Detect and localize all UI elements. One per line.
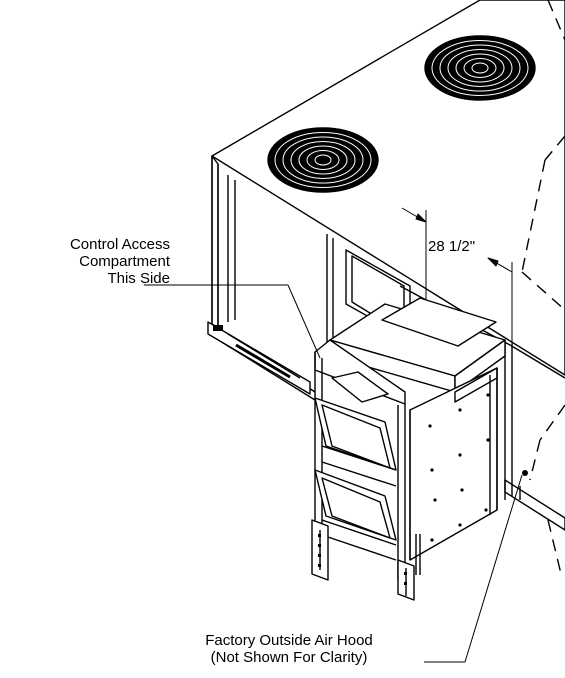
outside-air-hood-callout: Factory Outside Air Hood (Not Shown For … <box>158 632 420 666</box>
unit-left-face <box>211 155 219 333</box>
outside-air-hood-line-1: Factory Outside Air Hood <box>205 632 373 649</box>
control-access-line-1: Control Access <box>69 236 170 253</box>
condenser-fan-left <box>267 127 379 193</box>
control-access-line-3: This Side <box>107 270 170 287</box>
dimension-markers <box>401 207 513 345</box>
leader-lines <box>144 284 523 663</box>
economizer-assembly <box>311 297 528 601</box>
condenser-fan-right <box>424 35 536 101</box>
control-access-callout: Control Access Compartment This Side <box>20 236 170 287</box>
dimension-label: 28 1/2" <box>428 238 476 255</box>
control-access-line-2: Compartment <box>79 253 170 270</box>
outside-air-hood-line-2: (Not Shown For Clarity) <box>210 649 368 666</box>
hidden-outline <box>521 0 565 579</box>
